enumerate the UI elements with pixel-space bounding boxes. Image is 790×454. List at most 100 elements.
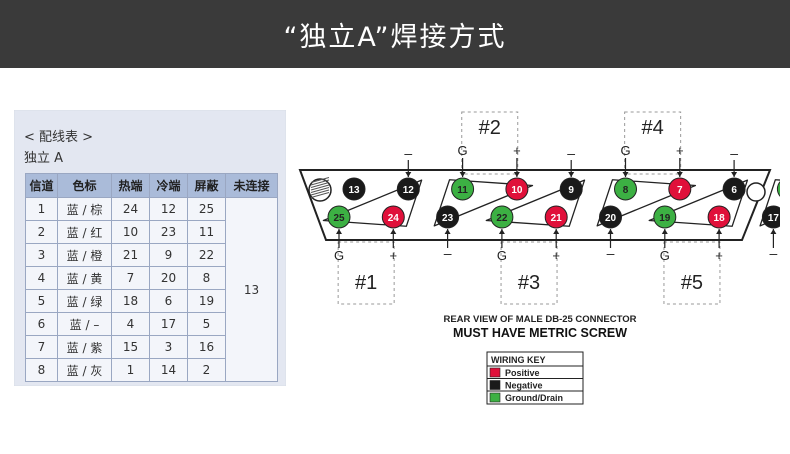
table-cell: 6 <box>149 289 188 313</box>
key-label: Positive <box>505 368 540 378</box>
table-cell: 1 <box>25 197 58 221</box>
arrow-head-icon <box>553 229 560 234</box>
pin-number: 25 <box>333 213 345 224</box>
pin-minus-label: – <box>607 245 615 261</box>
table-cell: 蓝 / 橙 <box>57 243 112 267</box>
channel-outline <box>759 179 780 227</box>
pin-plus <box>668 177 692 201</box>
table-cell: 7 <box>111 266 150 290</box>
table-cell: 3 <box>149 335 188 359</box>
table-cell: 蓝 / 棕 <box>57 197 112 221</box>
pin-plus <box>544 205 568 229</box>
channel-label-box <box>624 111 682 175</box>
table-cell: 20 <box>149 266 188 290</box>
column-header: 未连接 <box>225 173 278 198</box>
column-header: 信道 <box>25 173 58 198</box>
channel-outline <box>596 179 697 227</box>
pin-minus-label: – <box>404 145 412 161</box>
pin-number: 22 <box>496 213 508 224</box>
column-header: 热端 <box>111 173 150 198</box>
page-title: “独立A”焊接方式 <box>283 21 507 53</box>
table-cell: 2 <box>25 220 58 244</box>
channel-label-box <box>337 241 395 305</box>
table-cell: 23 <box>149 220 188 244</box>
screw-icon <box>308 177 332 202</box>
pin-number: 23 <box>442 213 454 224</box>
column-header: 冷端 <box>149 173 188 198</box>
arrow-head-icon <box>336 229 342 234</box>
pin-g <box>614 177 637 201</box>
unconnected-pin-cell: 13 <box>225 197 278 382</box>
pin-number: 6 <box>731 185 737 196</box>
diagram-caption-bold: MUST HAVE METRIC SCREW <box>453 326 627 340</box>
pin-number: 9 <box>568 185 574 196</box>
channel-group: #6G+–5417 <box>759 179 780 261</box>
table-cell: 6 <box>25 312 58 336</box>
table-cell: 蓝 / 紫 <box>57 335 112 359</box>
table-cell: 19 <box>187 289 226 313</box>
table-cell: 17 <box>149 312 188 336</box>
pin-number: 11 <box>457 185 468 196</box>
arrow-head-icon <box>676 172 683 177</box>
pin-minus-label: – <box>730 145 738 161</box>
pin-minus <box>436 205 460 229</box>
column-header: 色标 <box>57 173 112 198</box>
pin-g-label: G <box>458 143 468 158</box>
table-cell: 8 <box>187 266 226 290</box>
table-header-row: 信道色标热端冷端屏蔽未连接 <box>25 173 278 198</box>
channel-label: #3 <box>518 272 540 294</box>
pin-minus <box>396 177 420 201</box>
table-cell: 22 <box>187 243 226 267</box>
wiring-key-title: WIRING KEY <box>491 355 546 365</box>
pin-plus <box>381 205 405 229</box>
pin-plus <box>505 177 529 201</box>
table-cell: 11 <box>187 220 226 244</box>
channel-outline <box>322 179 423 227</box>
pin-g <box>451 177 475 201</box>
pin-g-label: G <box>334 248 344 263</box>
arrow-head-icon <box>568 172 575 177</box>
arrow-head-icon <box>731 172 738 177</box>
pin-minus <box>559 177 583 201</box>
table-cell: 4 <box>25 266 58 290</box>
connector-shell <box>298 169 772 241</box>
channel-outline <box>433 179 534 227</box>
pin-minus-label: – <box>444 245 452 261</box>
table-cell: 18 <box>111 289 150 313</box>
pin-minus-label: – <box>770 245 778 261</box>
arrow-head-icon <box>498 229 505 234</box>
arrow-head-icon <box>390 229 397 234</box>
table-cell: 10 <box>111 220 150 244</box>
pin-number: 21 <box>551 213 563 224</box>
unconnected-pin: 13 <box>342 177 366 201</box>
table-cell: 5 <box>25 289 58 313</box>
pin-g <box>653 205 677 229</box>
key-swatch <box>489 367 501 378</box>
pin-number: 20 <box>605 213 617 224</box>
pin-number: 24 <box>388 213 400 224</box>
table-cell: 蓝 / 黄 <box>57 266 112 290</box>
diagram-caption: REAR VIEW OF MALE DB-25 CONNECTOR <box>443 314 636 325</box>
arrow-head-icon <box>607 229 614 234</box>
pin-number: 7 <box>677 185 683 196</box>
pin-g <box>327 205 351 229</box>
pin-plus <box>707 205 731 229</box>
table-cell: 15 <box>111 335 150 359</box>
channel-label-box <box>663 241 721 305</box>
pin-number: 8 <box>623 185 629 196</box>
pin-minus <box>722 177 746 201</box>
table-cell: 24 <box>111 197 150 221</box>
key-swatch <box>489 380 501 390</box>
column-header: 屏蔽 <box>187 173 226 198</box>
arrow-head-icon <box>770 229 777 234</box>
table-cell: 12 <box>149 197 188 221</box>
